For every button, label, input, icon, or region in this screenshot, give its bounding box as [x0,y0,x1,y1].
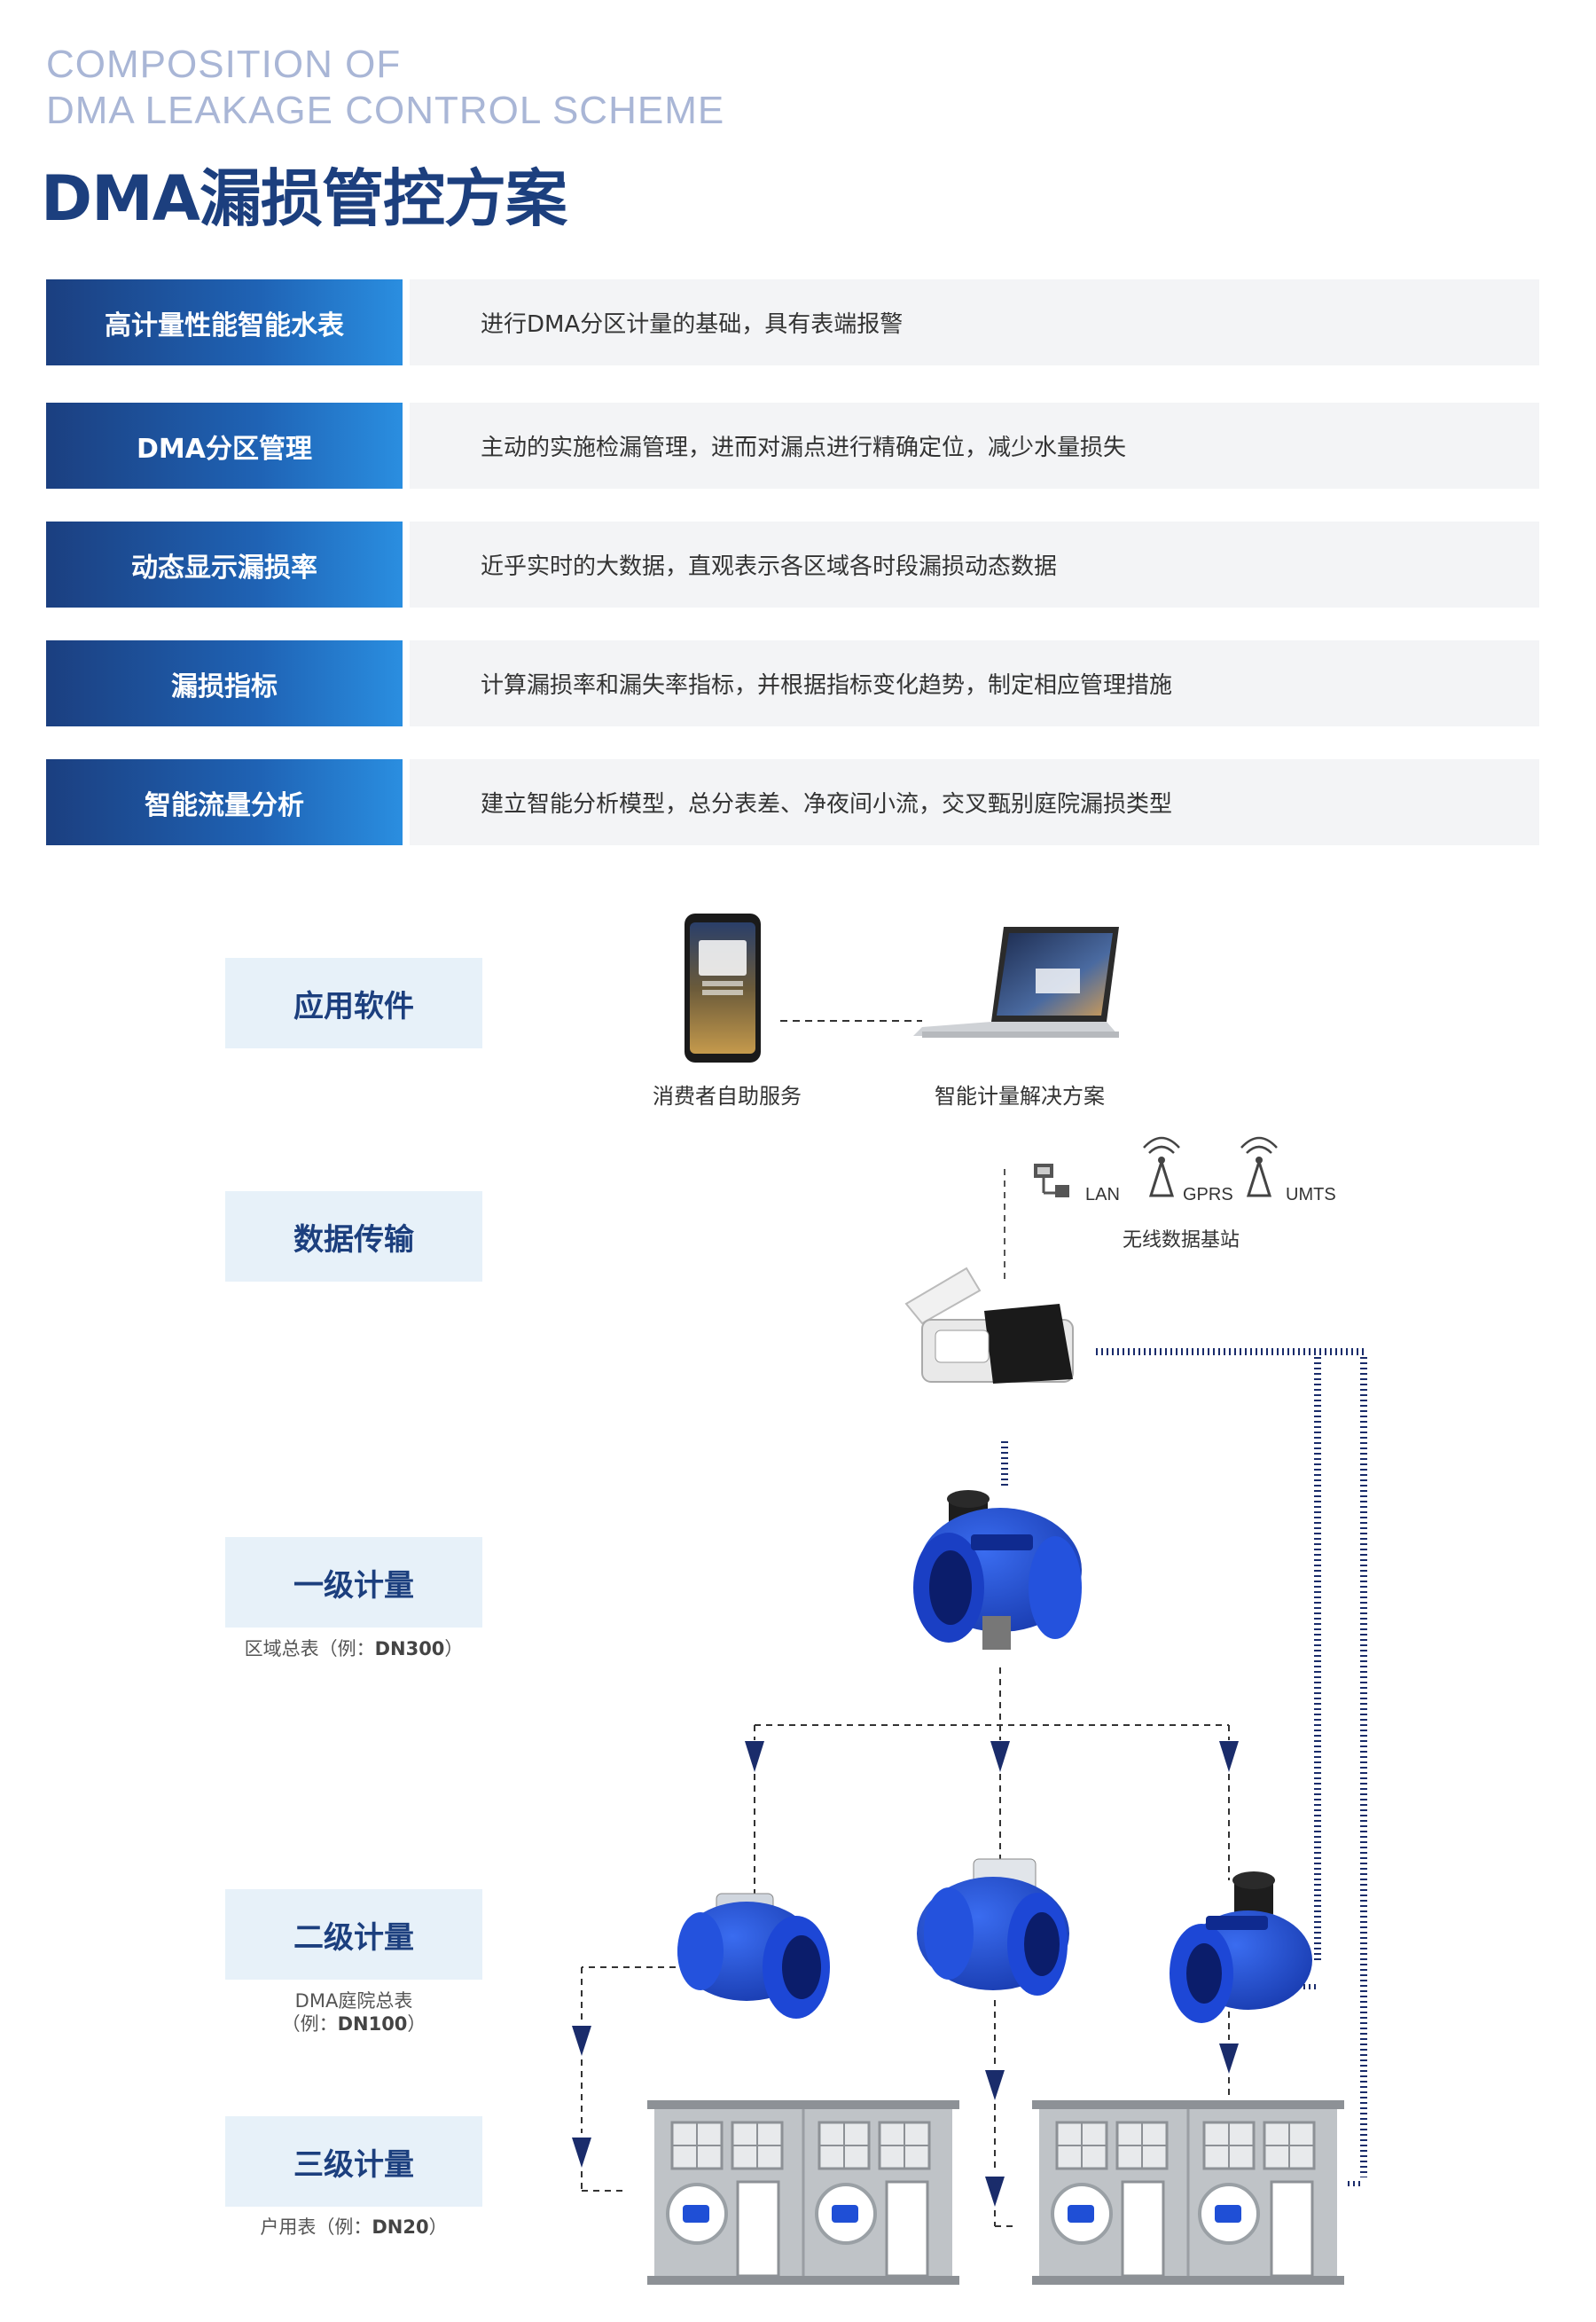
down-arrow-icon [985,2177,1005,2207]
secondary-water-meter-icon [677,1893,830,2019]
primary-water-meter-icon [913,1490,1082,1650]
lan-label: LAN [1085,1185,1120,1204]
umts-label: UMTS [1286,1185,1336,1204]
gprs-tower-icon [1143,1136,1180,1197]
english-title-line-1: COMPOSITION OF [46,43,402,86]
feature-label: 智能流量分析 [46,759,403,845]
down-arrow-icon [572,2138,591,2168]
level-secondary-metering: 二级计量 [225,1889,482,1980]
down-arrow-icon [1219,1741,1239,1772]
secondary-water-meter-icon [917,1858,1069,1996]
building-icon [647,2100,959,2285]
feature-label: 动态显示漏损率 [46,522,403,608]
building-icon [1032,2100,1344,2285]
level-primary-sublabel: 区域总表（例：DN300） [244,1638,464,1659]
level-data-transfer: 数据传输 [225,1191,482,1282]
lan-icon [1034,1164,1069,1197]
feature-description: 计算漏损率和漏失率指标，并根据指标变化趋势，制定相应管理措施 [410,640,1539,726]
feature-label: 漏损指标 [46,640,403,726]
gprs-label: GPRS [1183,1185,1233,1204]
feature-description: 近乎实时的大数据，直观表示各区域各时段漏损动态数据 [410,522,1539,608]
down-arrow-icon [572,2026,591,2056]
down-arrow-icon [985,2070,1005,2100]
data-collector-icon [904,1267,1074,1384]
umts-tower-icon [1240,1136,1278,1197]
down-arrow-icon [1219,2044,1239,2074]
level-primary-metering: 一级计量 [225,1537,482,1628]
down-arrow-icon [745,1741,764,1772]
page-title: DMA漏损管控方案 [41,162,567,235]
feature-label: 高计量性能智能水表 [46,279,403,365]
feature-description: 进行DMA分区计量的基础，具有表端报警 [410,279,1539,365]
down-arrow-icon [990,1741,1010,1772]
level-tertiary-metering: 三级计量 [225,2116,482,2207]
level-app-software: 应用软件 [225,958,482,1048]
base-station-label: 无线数据基站 [1123,1229,1240,1251]
feature-description: 主动的实施检漏管理，进而对漏点进行精确定位，减少水量损失 [410,403,1539,489]
feature-description: 建立智能分析模型，总分表差、净夜间小流，交叉甄别庭院漏损类型 [410,759,1539,845]
level-tertiary-sublabel: 户用表（例：DN20） [260,2216,448,2238]
smartphone-icon [685,914,761,1063]
phone-caption: 消费者自助服务 [653,1084,802,1109]
secondary-water-meter-icon [1170,1871,1312,2023]
laptop-icon [913,927,1119,1038]
level-secondary-sublabel: DMA庭院总表 （例：DN100） [281,1990,426,2035]
english-title-line-2: DMA LEAKAGE CONTROL SCHEME [46,89,725,132]
feature-label: DMA分区管理 [46,403,403,489]
laptop-caption: 智能计量解决方案 [935,1084,1105,1109]
